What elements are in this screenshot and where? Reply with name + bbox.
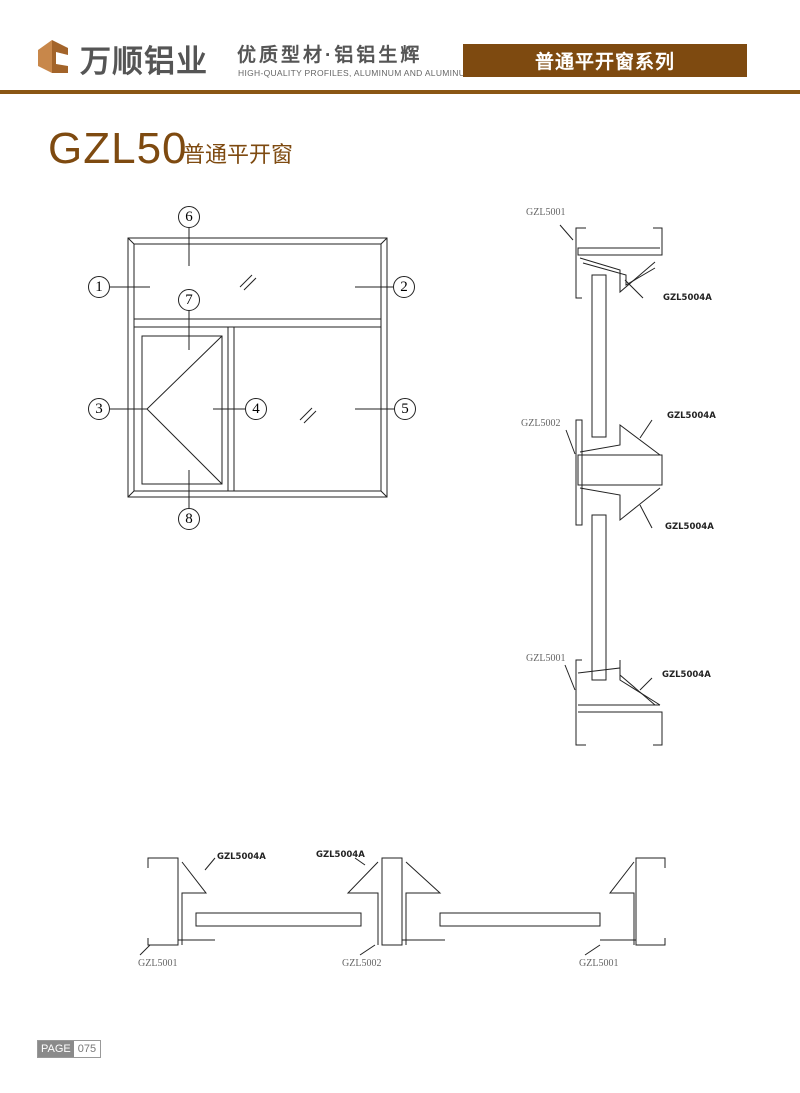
brand-name: 万顺铝业 <box>80 44 208 79</box>
series-banner: 普通平开窗系列 <box>463 44 747 77</box>
model-subtitle: 普通平开窗 <box>183 142 294 167</box>
callout-3: 3 <box>88 398 110 420</box>
model-title: GZL50 <box>48 124 188 173</box>
horizontal-section-drawing <box>139 857 666 956</box>
profile-label: GZL5001 <box>138 958 178 969</box>
vertical-section-drawing <box>559 224 663 746</box>
callout-8: 8 <box>178 508 200 530</box>
callout-7: 7 <box>178 289 200 311</box>
profile-label: GZL5004A <box>217 852 266 862</box>
profile-label: GZL5004A <box>316 850 365 860</box>
slogan: 优质型材·铝铝生辉 <box>237 45 423 66</box>
profile-label: GZL5001 <box>526 207 566 218</box>
logo-icon <box>38 40 68 73</box>
profile-label: GZL5002 <box>342 958 382 969</box>
callout-6: 6 <box>178 206 200 228</box>
profile-label: GZL5004A <box>662 670 711 680</box>
slogan-english: HIGH-QUALITY PROFILES, ALUMINUM AND ALUM… <box>238 68 473 78</box>
callout-2: 2 <box>393 276 415 298</box>
page-label: PAGE <box>38 1041 74 1057</box>
callout-4: 4 <box>245 398 267 420</box>
callout-1: 1 <box>88 276 110 298</box>
page-number: PAGE 075 <box>37 1040 102 1058</box>
header-divider <box>0 90 800 94</box>
profile-label: GZL5002 <box>521 418 561 429</box>
profile-label: GZL5001 <box>579 958 619 969</box>
profile-label: GZL5001 <box>526 653 566 664</box>
page-value: 075 <box>77 1043 97 1055</box>
profile-label: GZL5004A <box>667 411 716 421</box>
profile-label: GZL5004A <box>663 293 712 303</box>
callout-5: 5 <box>394 398 416 420</box>
profile-label: GZL5004A <box>665 522 714 532</box>
